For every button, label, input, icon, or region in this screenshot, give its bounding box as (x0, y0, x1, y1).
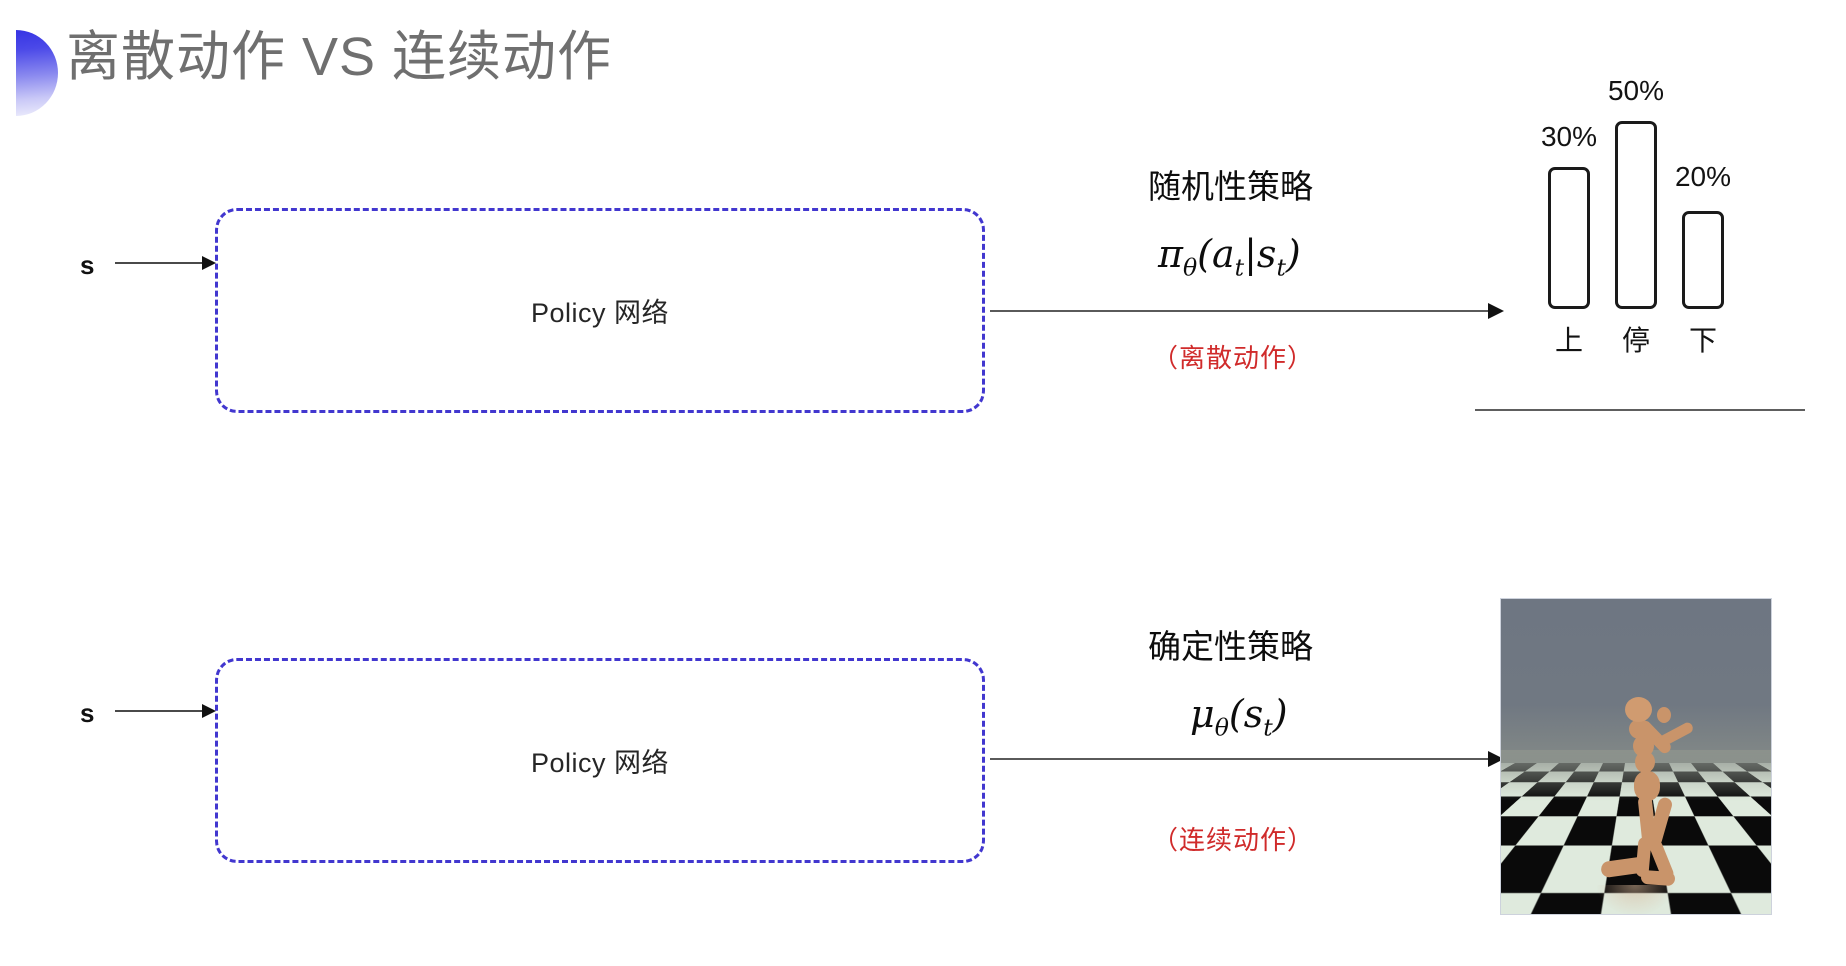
policy-network-label: Policy 网络 (530, 748, 670, 778)
formula-sub-theta: θ (1182, 253, 1198, 282)
output-arrow-continuous (990, 751, 1504, 767)
page-title: 离散动作 VS 连续动作 (66, 27, 613, 87)
humanoid-hand (1657, 707, 1671, 723)
formula-close: ) (1285, 232, 1301, 276)
output-arrow-discrete (990, 303, 1504, 319)
action-probability-bar-chart: 30% 上 50% 停 20% 下 (1470, 75, 1810, 411)
humanoid-pelvis (1634, 771, 1660, 801)
formula-mu: μ (1190, 692, 1215, 736)
note-discrete-action: （离散动作） (1152, 343, 1315, 373)
half-circle-bullet-icon (16, 30, 58, 116)
note-continuous-action: （连续动作） (1152, 825, 1315, 855)
formula-open-a: (a (1197, 232, 1235, 276)
formula-open-s: (s (1228, 692, 1264, 736)
sim-floor-reflection (1597, 885, 1673, 914)
policy-kind-deterministic: 确定性策略 (1148, 628, 1313, 665)
bar-column-0: 30% 上 (1541, 79, 1597, 395)
bar-value-1: 50% (1607, 75, 1665, 106)
bar-rect-1 (1615, 121, 1657, 309)
humanoid-head (1625, 697, 1652, 722)
policy-formula-stochastic: πθ(at|st) (1158, 232, 1301, 282)
bar-value-2: 20% (1674, 161, 1732, 192)
input-arrow-continuous (115, 704, 216, 718)
formula-sub-t2: t (1276, 253, 1286, 282)
policy-network-label: Policy 网络 (530, 298, 670, 328)
formula-pi: π (1158, 232, 1183, 276)
policy-network-box-continuous[interactable]: Policy 网络 (215, 658, 985, 863)
formula-sub-t1: t (1234, 253, 1245, 282)
bar-category-2: 下 (1688, 325, 1717, 356)
formula-sub-theta: θ (1214, 713, 1229, 742)
policy-network-box-discrete[interactable]: Policy 网络 (215, 208, 985, 413)
formula-sub-t: t (1263, 713, 1273, 742)
policy-kind-stochastic: 随机性策略 (1148, 168, 1313, 205)
bar-column-2: 20% 下 (1675, 79, 1731, 395)
formula-bar-s: |s (1244, 232, 1277, 276)
bar-rect-0 (1548, 167, 1590, 309)
formula-close: ) (1272, 692, 1288, 736)
bar-column-1: 50% 停 (1608, 75, 1664, 395)
bar-value-0: 30% (1540, 121, 1598, 152)
input-arrow-discrete (115, 256, 216, 270)
state-label-discrete: s (80, 250, 95, 280)
chart-baseline (1475, 409, 1805, 411)
bar-rect-2 (1682, 211, 1724, 309)
humanoid-simulation-image (1500, 598, 1772, 915)
state-label-continuous: s (80, 698, 95, 728)
bar-category-1: 停 (1621, 325, 1650, 356)
policy-formula-deterministic: μθ(st) (1190, 692, 1288, 742)
bar-category-0: 上 (1554, 325, 1583, 356)
